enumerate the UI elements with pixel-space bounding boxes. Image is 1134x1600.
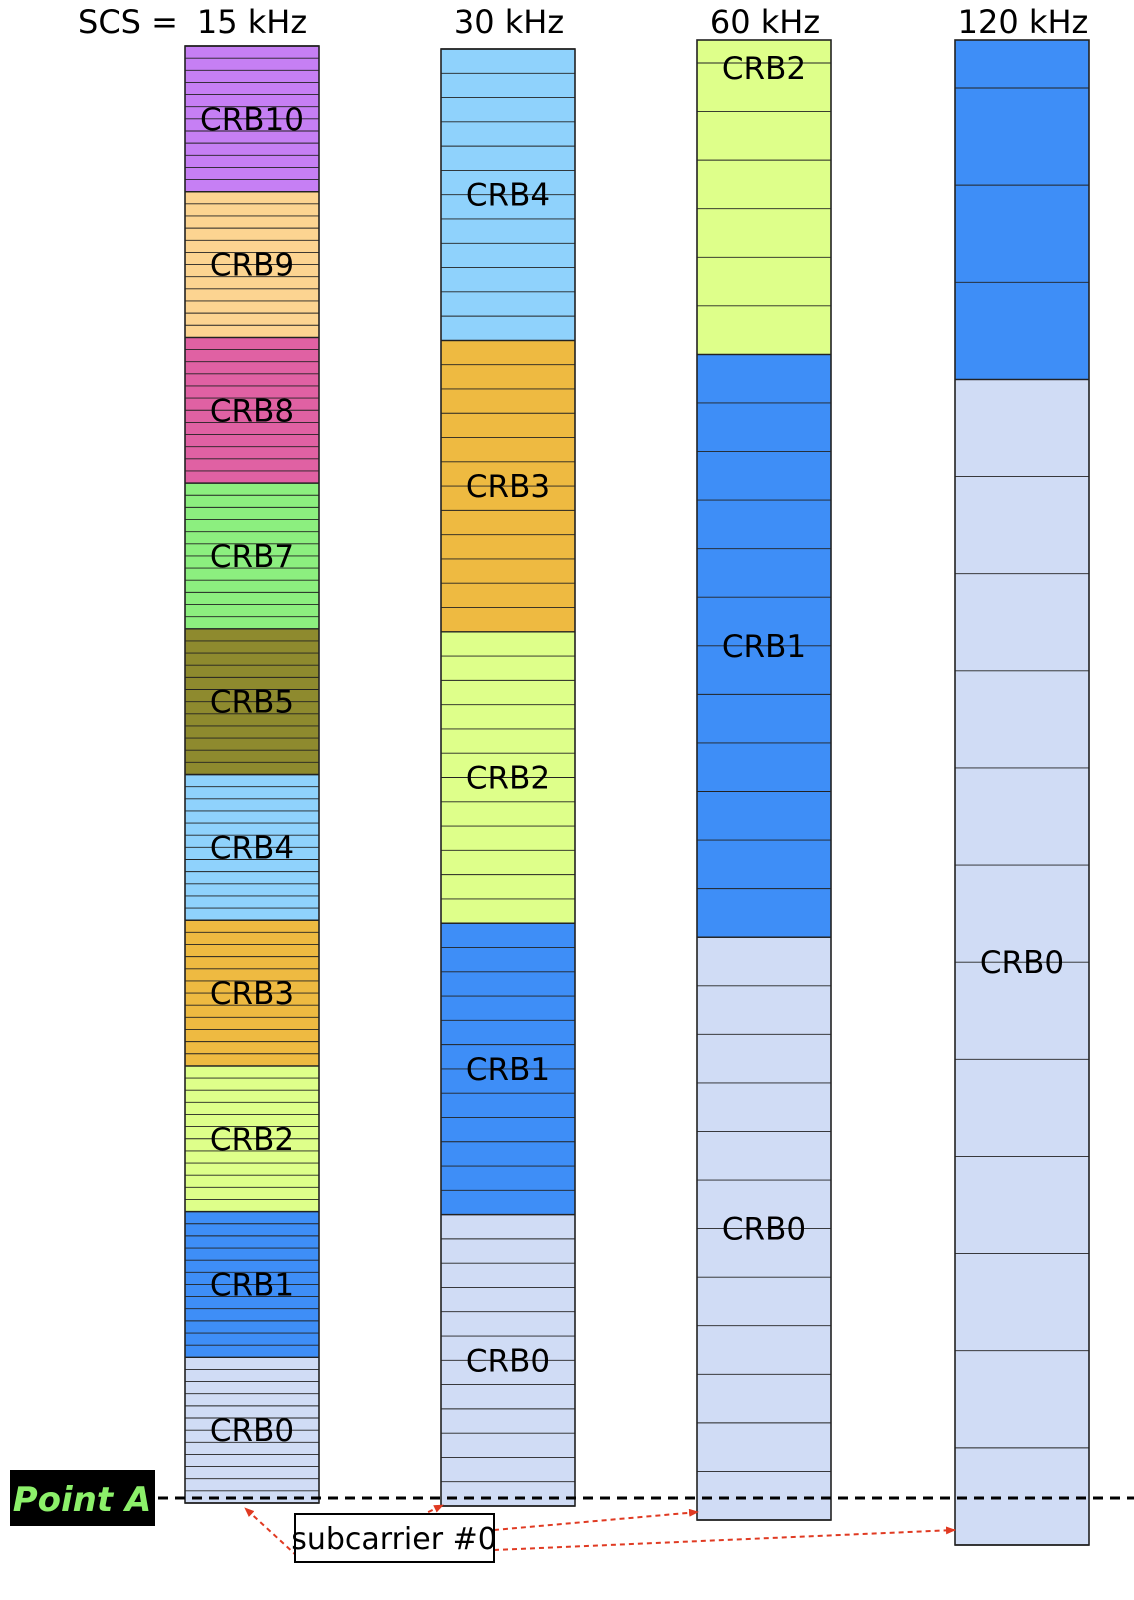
point-a-label-background	[10, 1470, 155, 1526]
subcarrier-callout-text: subcarrier #0	[291, 1522, 497, 1557]
crb-block-crb10-15khz: CRB10	[185, 45, 319, 193]
crb-block-crb0-30khz: CRB0	[441, 1213, 575, 1507]
crb-column-120khz: CRB0	[954, 39, 1090, 1546]
crb-block-fill	[697, 40, 831, 355]
crb-block-crb5-15khz: CRB5	[185, 628, 319, 776]
scs-header-120khz: 120 kHz	[958, 3, 1089, 41]
crb-label: CRB4	[210, 830, 294, 866]
crb-block-crb1-30khz: CRB1	[441, 922, 575, 1216]
arrow-to-15khz-subcarrier	[244, 1507, 298, 1557]
crb-label: CRB0	[210, 1413, 294, 1449]
crb-label: CRB1	[210, 1267, 294, 1303]
crb-label: CRB2	[466, 761, 550, 797]
crb-label: CRB3	[210, 976, 294, 1012]
crb-block-crb0-120khz: CRB0	[955, 378, 1089, 1546]
crb-column-15khz: CRB0 CRB1 CRB2 CRB3 CRB4 CRB5 CRB7 CRB8 CRB9 CRB1…	[184, 45, 320, 1504]
arrow-to-120khz-subcarrier	[493, 1526, 956, 1551]
crb-block-crb2-30khz: CRB2	[441, 631, 575, 924]
crb-block-crb9-15khz: CRB9	[185, 190, 319, 339]
crb-column-outline	[440, 48, 576, 1507]
crb-label: CRB9	[210, 248, 294, 284]
point-a-label-text: Point A	[13, 1480, 152, 1520]
crb-column-outline	[696, 39, 832, 1521]
crb-label: CRB8	[210, 393, 294, 429]
crb-column-30khz: CRB0 CRB1 CRB2 CRB3 CRB4	[440, 48, 576, 1507]
crb-block-crb2-15khz: CRB2	[185, 1065, 319, 1213]
point-a-label: Point A	[10, 1470, 155, 1526]
crb-label: CRB0	[722, 1212, 806, 1248]
scs-header-prefix: SCS =	[78, 3, 178, 41]
crb-block-crb2-60khz: CRB2	[697, 40, 831, 356]
crb-label: CRB2	[210, 1122, 294, 1158]
crb-block-crb8-15khz: CRB8	[185, 336, 319, 484]
crb-column-outline	[954, 39, 1090, 1546]
crb-block-crb0-60khz: CRB0	[697, 936, 831, 1521]
crb-block-fill	[955, 40, 1089, 380]
crb-block-crb4-30khz: CRB4	[441, 48, 575, 342]
crb-column-outline	[184, 45, 320, 1504]
subcarrier-callout-box	[294, 1513, 495, 1563]
crb-block-partial-120khz	[955, 40, 1089, 381]
crb-block-crb0-15khz: CRB0	[185, 1356, 319, 1504]
scs-header-30khz: 30 kHz	[454, 3, 564, 41]
subcarrier-callout: subcarrier #0	[291, 1513, 497, 1563]
scs-header-60khz: 60 kHz	[710, 3, 820, 41]
crb-label: CRB10	[200, 102, 304, 138]
crb-label: CRB5	[210, 685, 294, 721]
crb-label: CRB1	[466, 1052, 550, 1088]
crb-block-crb7-15khz: CRB7	[185, 482, 319, 630]
crb-block-crb3-30khz: CRB3	[441, 339, 575, 633]
crb-label: CRB1	[722, 629, 806, 665]
crb-label: CRB2	[722, 51, 806, 87]
crb-block-crb3-15khz: CRB3	[185, 919, 319, 1067]
arrow-to-60khz-subcarrier	[493, 1508, 699, 1531]
crb-label: CRB4	[466, 178, 550, 214]
crb-label: CRB7	[210, 539, 294, 575]
crb-label: CRB0	[466, 1343, 550, 1379]
crb-block-crb1-60khz: CRB1	[697, 353, 831, 938]
scs-header: SCS = 15 kHz 30 kHz 60 kHz 120 kHz	[78, 3, 1088, 41]
crb-label: CRB0	[980, 945, 1064, 981]
crb-column-60khz: CRB0 CRB1 CRB2	[696, 39, 832, 1521]
crb-label: CRB3	[466, 469, 550, 505]
crb-block-crb4-15khz: CRB4	[185, 773, 319, 921]
crb-block-crb1-15khz: CRB1	[185, 1210, 319, 1359]
scs-header-15khz: 15 kHz	[197, 3, 307, 41]
